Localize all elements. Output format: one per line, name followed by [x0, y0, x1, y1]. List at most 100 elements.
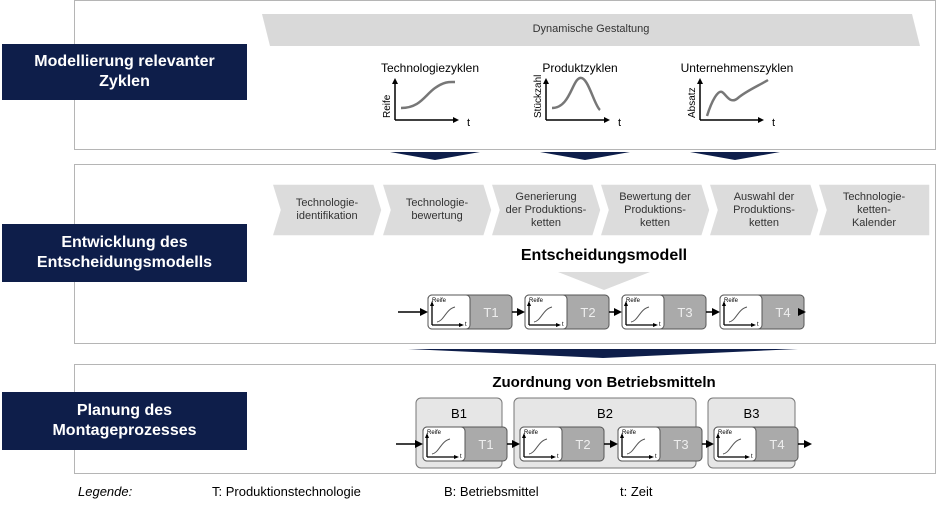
mini-arrow [722, 301, 726, 306]
dynamic-band-label: Dynamische Gestaltung [532, 23, 650, 35]
cycle-curve [705, 78, 769, 117]
process-step-chevron [816, 183, 931, 237]
maturity-chart-box [713, 426, 757, 462]
mini-curve [528, 438, 548, 455]
flow-arrowhead [614, 308, 622, 316]
mini-x-label: t [465, 322, 467, 328]
flow-arrowhead [517, 308, 525, 316]
mini-y-label: Reife [724, 298, 739, 304]
mini-x-label: t [659, 322, 661, 328]
mini-y-label: Reife [529, 298, 544, 304]
mini-arrow [620, 433, 624, 438]
step-text: Auswahl der [733, 190, 795, 203]
y-axis-arrow [543, 78, 549, 84]
process-step-chevron [489, 183, 602, 237]
cycle-title: Unternehmenszyklen [680, 61, 794, 75]
mini-axes [426, 435, 457, 458]
cycle-title: Technologiezyklen [380, 61, 480, 75]
step-text: identifikation [296, 210, 358, 222]
mini-axes [431, 303, 462, 326]
cycle-title: Produktzyklen [542, 61, 618, 75]
step-text: Bewertung der [619, 190, 691, 203]
mini-arrow [454, 455, 459, 459]
flow-arrowhead [798, 308, 806, 316]
step-text: der Produktions- [505, 203, 587, 216]
mini-arrow [745, 455, 750, 459]
legend-equipment: B: Betriebsmittel [444, 484, 539, 499]
step-text: ketten- [857, 203, 891, 216]
process-step-label: Technologie-identifikation [280, 184, 374, 236]
dynamic-band [262, 14, 920, 46]
technology-label: T4 [775, 305, 790, 320]
step-text: Produktions- [733, 203, 795, 216]
mini-arrow [751, 323, 756, 327]
mini-axes [625, 303, 656, 326]
mini-curve [722, 438, 742, 455]
mini-y-label: Reife [427, 430, 442, 436]
legend-technology: T: Produktionstechnologie [212, 484, 361, 499]
cycle-curve [400, 80, 456, 110]
step-text: Generierung [515, 190, 577, 203]
mini-y-label: Reife [718, 430, 733, 436]
step-text: Kalender [851, 216, 897, 229]
down-arrow [540, 152, 630, 160]
mini-arrow [624, 301, 628, 306]
down-arrow-wide [408, 349, 798, 358]
down-arrow [390, 152, 480, 160]
x-axis-label: t [467, 117, 470, 129]
step-text: Technologie- [405, 197, 469, 209]
mini-arrow [551, 455, 556, 459]
mini-axes [528, 303, 559, 326]
legend-title: Legende: [78, 484, 133, 499]
flow-arrowhead [420, 308, 428, 316]
equipment-label: B1 [451, 406, 467, 421]
mini-arrow [430, 301, 434, 306]
technology-label: T4 [769, 437, 784, 452]
label-line: Planung des [76, 402, 173, 419]
step-text: Technologie- [842, 190, 906, 203]
x-axis-arrow [453, 117, 459, 123]
equipment-label: B2 [597, 406, 613, 421]
x-axis-label: t [772, 117, 775, 129]
step-text: ketten [640, 216, 670, 229]
maturity-chart-box [719, 294, 763, 330]
mini-arrow [716, 433, 720, 438]
label-line: Entscheidungsmodells [36, 254, 213, 271]
mini-x-label: t [562, 322, 564, 328]
mini-y-label: Reife [432, 298, 447, 304]
technology-label: T3 [673, 437, 688, 452]
process-step-chevron [707, 183, 820, 237]
process-step-label: Technologie-ketten-Kalender [826, 184, 922, 236]
mini-arrow [425, 433, 429, 438]
mini-curve [436, 306, 456, 323]
mini-curve [728, 306, 748, 323]
legend-time: t: Zeit [620, 484, 653, 499]
label-line: Entwicklung des [61, 234, 188, 251]
mini-y-label: Reife [524, 430, 539, 436]
decision-model-title: Entscheidungsmodell [520, 247, 688, 264]
maturity-chart-box [524, 294, 568, 330]
y-axis-label: Stückzahl [533, 75, 544, 118]
x-axis-arrow [758, 117, 764, 123]
mini-curve [533, 306, 553, 323]
mini-arrow [527, 301, 531, 306]
maturity-chart-box [422, 426, 466, 462]
mini-curve [431, 438, 451, 455]
mini-axes [523, 435, 554, 458]
mini-axes [717, 435, 748, 458]
mini-arrow [649, 455, 654, 459]
y-axis-arrow [697, 78, 703, 84]
y-axis-label: Reife [382, 94, 393, 118]
mini-arrow [556, 323, 561, 327]
mini-x-label: t [655, 454, 657, 460]
mini-y-label: Reife [626, 298, 641, 304]
process-step-label: Technologie-bewertung [390, 184, 484, 236]
technology-label: T1 [478, 437, 493, 452]
step-text: Technologie- [295, 197, 359, 209]
label-line: Modellierung relevanter [34, 53, 215, 70]
flow-arrowhead [712, 308, 720, 316]
